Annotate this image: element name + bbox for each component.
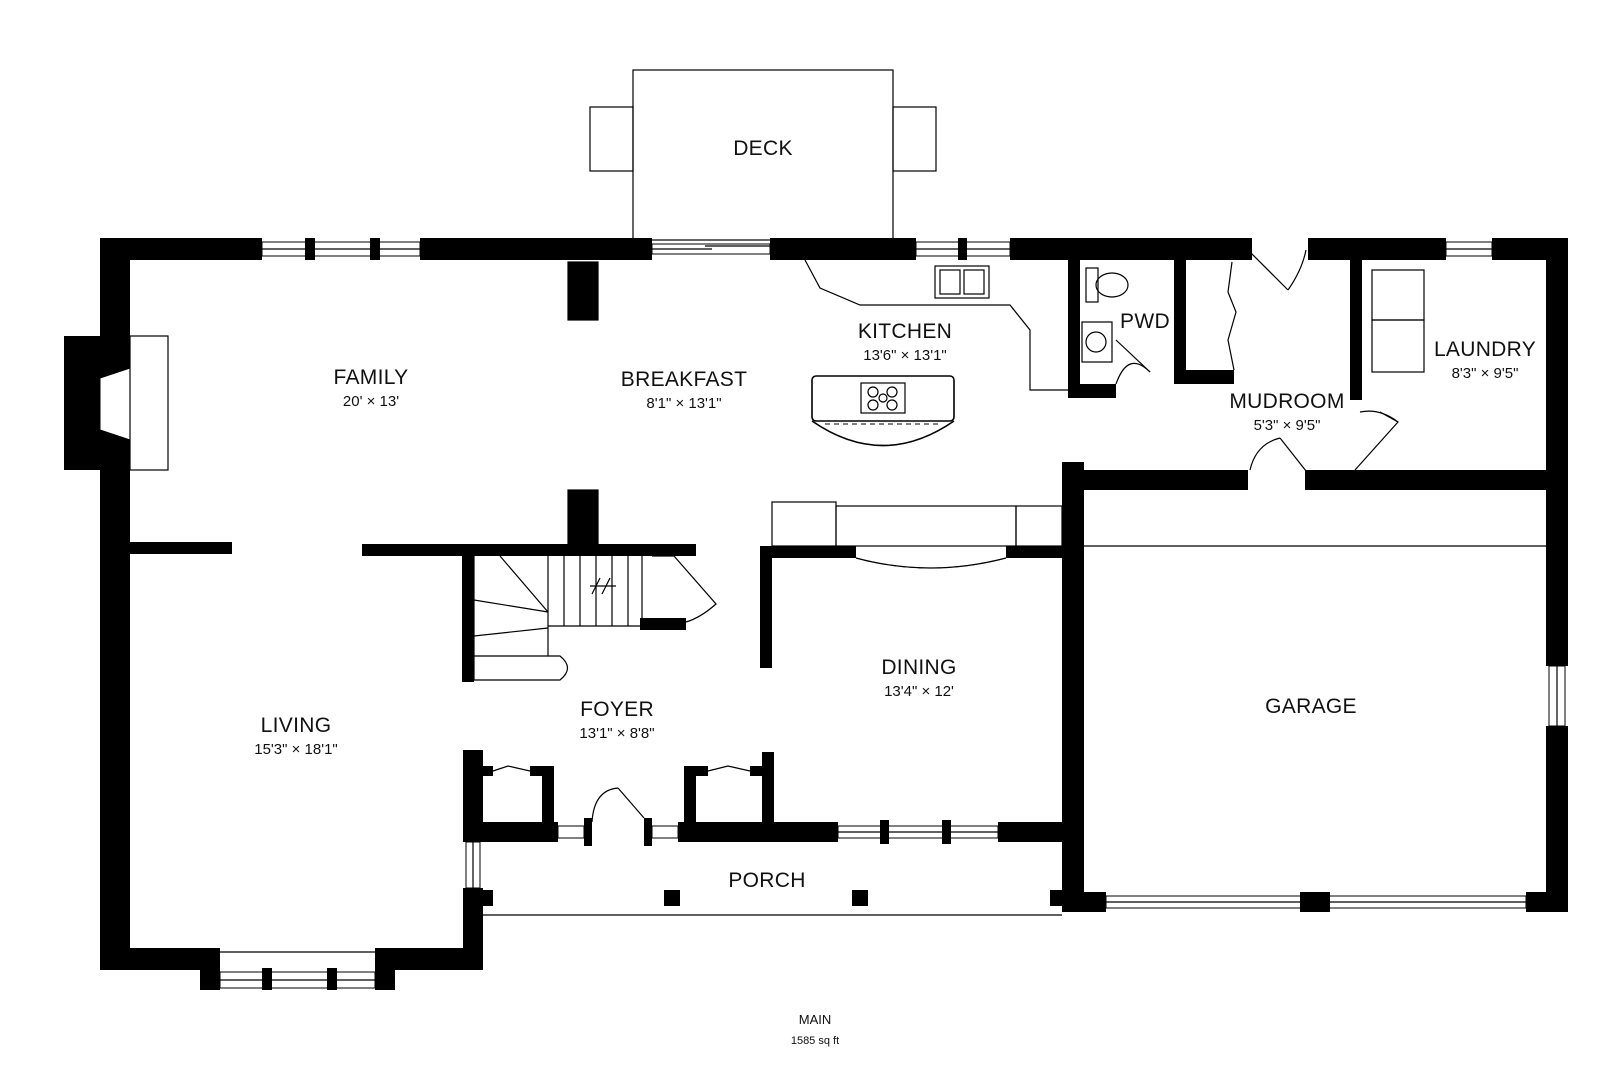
dining-label: DINING (881, 656, 956, 679)
living-dims: 15'3" × 18'1" (254, 741, 338, 758)
deck (589, 69, 937, 241)
foyer-label: FOYER (580, 698, 654, 721)
room-labels: DECK FAMILY 20' × 13' BREAKFAST 8'1" × 1… (254, 137, 1536, 1047)
exterior-walls (64, 238, 1568, 990)
mudroom-dims: 5'3" × 9'5" (1254, 417, 1321, 434)
family-label: FAMILY (334, 366, 409, 389)
foyer-dims: 13'1" × 8'8" (579, 725, 654, 742)
breakfast-dims: 8'1" × 13'1" (646, 395, 721, 412)
laundry-dims: 8'3" × 9'5" (1452, 365, 1519, 382)
breakfast-label: BREAKFAST (621, 368, 747, 391)
porch-label: PORCH (728, 869, 805, 892)
stairs (473, 555, 717, 681)
floor-name: MAIN (799, 1012, 832, 1027)
garage-label: GARAGE (1265, 695, 1357, 718)
floor-area: 1585 sq ft (791, 1035, 839, 1047)
dining-dims: 13'4" × 12' (884, 683, 954, 700)
family-dims: 20' × 13' (343, 393, 399, 410)
pwd-label: PWD (1120, 310, 1170, 333)
mudroom-label: MUDROOM (1229, 390, 1344, 413)
deck-label: DECK (733, 137, 793, 160)
kitchen-dims: 13'6" × 13'1" (863, 347, 947, 364)
kitchen-label: KITCHEN (858, 320, 952, 343)
living-label: LIVING (261, 714, 332, 737)
interior-walls (130, 247, 1425, 822)
laundry-label: LAUNDRY (1434, 338, 1536, 361)
front-door (591, 787, 645, 823)
